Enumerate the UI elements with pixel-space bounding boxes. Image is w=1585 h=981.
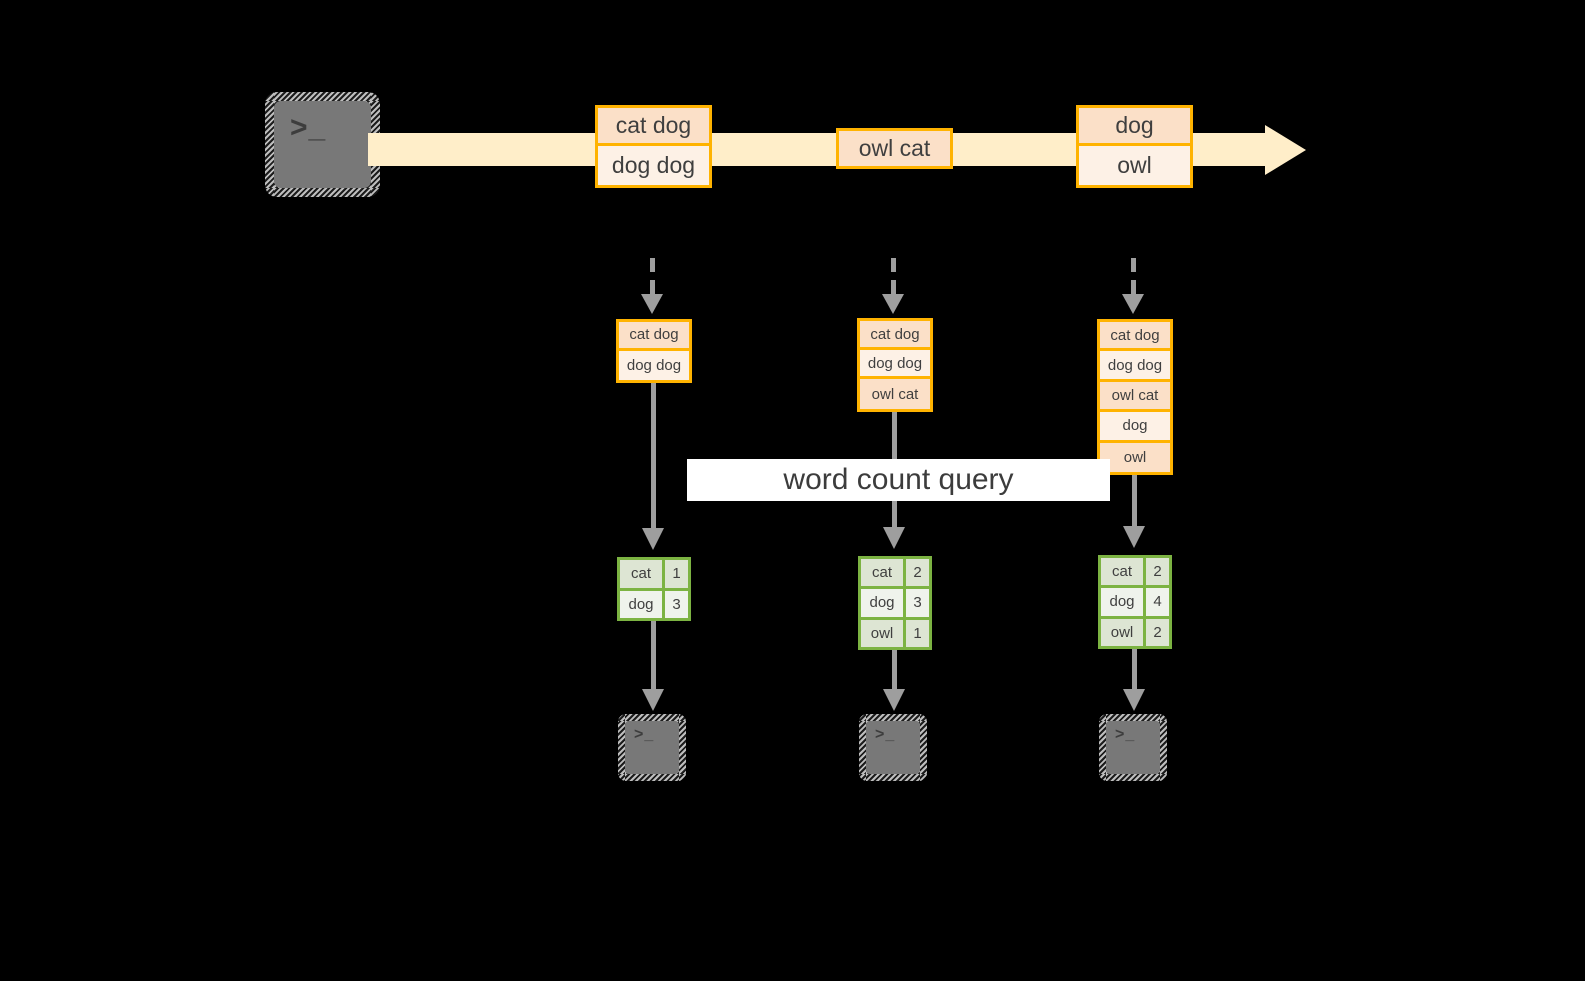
snapshot-3-input-row: owl	[1100, 442, 1170, 472]
snapshot-1-input-table[interactable]: cat dog dog dog	[616, 319, 692, 383]
terminal-prompt-glyph: >_	[290, 111, 327, 144]
snapshot-3-count-word: owl	[1101, 618, 1146, 646]
snapshot-3-query-arrowhead	[1123, 526, 1145, 548]
snapshot-1-count-row: cat 1	[620, 560, 688, 591]
snapshot-3-sink-terminal-icon: >_	[1099, 714, 1167, 781]
terminal-screen	[625, 721, 679, 774]
snapshot-2-count-row: cat 2	[861, 559, 929, 590]
snapshot-3-count-value: 2	[1146, 618, 1169, 646]
terminal-prompt-glyph: >_	[875, 726, 896, 743]
event-stream-arrowhead	[1265, 125, 1306, 175]
snapshot-3-input-row: cat dog	[1100, 322, 1170, 352]
stream-to-snapshot-1-arrowhead	[641, 294, 663, 314]
stream-event-2-row: owl cat	[839, 131, 950, 166]
snapshot-3-input-row: owl cat	[1100, 381, 1170, 413]
snapshot-3-count-row: cat 2	[1101, 558, 1169, 589]
stream-event-1[interactable]: cat dog dog dog	[595, 105, 712, 188]
terminal-prompt-glyph: >_	[634, 726, 655, 743]
stream-to-snapshot-2-arrowhead	[882, 294, 904, 314]
snapshot-3-input-row: dog dog	[1100, 351, 1170, 382]
snapshot-1-count-word: cat	[620, 560, 665, 588]
stream-to-snapshot-2-dashed-line	[891, 258, 896, 296]
snapshot-1-query-line	[651, 383, 656, 532]
snapshot-1-count-word: dog	[620, 590, 665, 618]
stream-event-3-row: dog	[1079, 108, 1190, 146]
snapshot-2-sink-line	[892, 650, 897, 693]
stream-event-3[interactable]: dog owl	[1076, 105, 1193, 188]
snapshot-1-sink-line	[651, 621, 656, 693]
snapshot-1-sink-terminal-icon: >_	[618, 714, 686, 781]
snapshot-2-count-word: cat	[861, 559, 906, 587]
snapshot-1-sink-arrowhead	[642, 689, 664, 711]
snapshot-2-count-word: owl	[861, 619, 906, 647]
snapshot-1-input-row: cat dog	[619, 322, 689, 351]
snapshot-2-sink-arrowhead	[883, 689, 905, 711]
snapshot-2-count-value: 2	[906, 559, 929, 587]
snapshot-3-sink-line	[1132, 649, 1137, 693]
stream-to-snapshot-3-arrowhead	[1122, 294, 1144, 314]
snapshot-3-count-word: cat	[1101, 558, 1146, 586]
terminal-screen	[1106, 721, 1160, 774]
stream-to-snapshot-3-dashed-line	[1131, 258, 1136, 296]
snapshot-1-query-arrowhead	[642, 528, 664, 550]
snapshot-2-count-value: 1	[906, 619, 929, 647]
terminal-screen	[274, 101, 371, 188]
snapshot-2-input-row: owl cat	[860, 379, 930, 409]
snapshot-2-input-row: dog dog	[860, 350, 930, 380]
snapshot-2-count-row: dog 3	[861, 589, 929, 620]
snapshot-3-count-row: dog 4	[1101, 588, 1169, 619]
snapshot-1-input-row: dog dog	[619, 350, 689, 380]
stream-event-1-row: dog dog	[598, 145, 709, 185]
snapshot-1-count-table[interactable]: cat 1 dog 3	[617, 557, 691, 621]
snapshot-3-count-value: 2	[1146, 558, 1169, 586]
terminal-screen	[866, 721, 920, 774]
snapshot-2-input-row: cat dog	[860, 321, 930, 351]
snapshot-2-count-table[interactable]: cat 2 dog 3 owl 1	[858, 556, 932, 650]
snapshot-3-input-row: dog	[1100, 412, 1170, 443]
snapshot-1-count-value: 1	[665, 560, 688, 588]
snapshot-2-count-value: 3	[906, 589, 929, 617]
snapshot-3-count-value: 4	[1146, 588, 1169, 616]
stream-event-1-row: cat dog	[598, 108, 709, 146]
snapshot-3-input-table[interactable]: cat dog dog dog owl cat dog owl	[1097, 319, 1173, 475]
snapshot-2-count-row: owl 1	[861, 619, 929, 647]
snapshot-3-count-word: dog	[1101, 588, 1146, 616]
stream-to-snapshot-1-dashed-line	[650, 258, 655, 296]
snapshot-3-sink-arrowhead	[1123, 689, 1145, 711]
stream-event-3-row: owl	[1079, 145, 1190, 185]
snapshot-1-count-value: 3	[665, 590, 688, 618]
snapshot-3-count-row: owl 2	[1101, 618, 1169, 646]
snapshot-1-count-row: dog 3	[620, 590, 688, 618]
query-label-band: word count query	[687, 459, 1110, 501]
snapshot-3-count-table[interactable]: cat 2 dog 4 owl 2	[1098, 555, 1172, 649]
snapshot-2-input-table[interactable]: cat dog dog dog owl cat	[857, 318, 933, 412]
stream-event-2[interactable]: owl cat	[836, 128, 953, 169]
terminal-prompt-glyph: >_	[1115, 726, 1136, 743]
snapshot-2-sink-terminal-icon: >_	[859, 714, 927, 781]
snapshot-2-count-word: dog	[861, 589, 906, 617]
snapshot-2-query-arrowhead	[883, 527, 905, 549]
source-terminal-icon: >_	[265, 92, 380, 197]
snapshot-3-query-line	[1132, 475, 1137, 530]
